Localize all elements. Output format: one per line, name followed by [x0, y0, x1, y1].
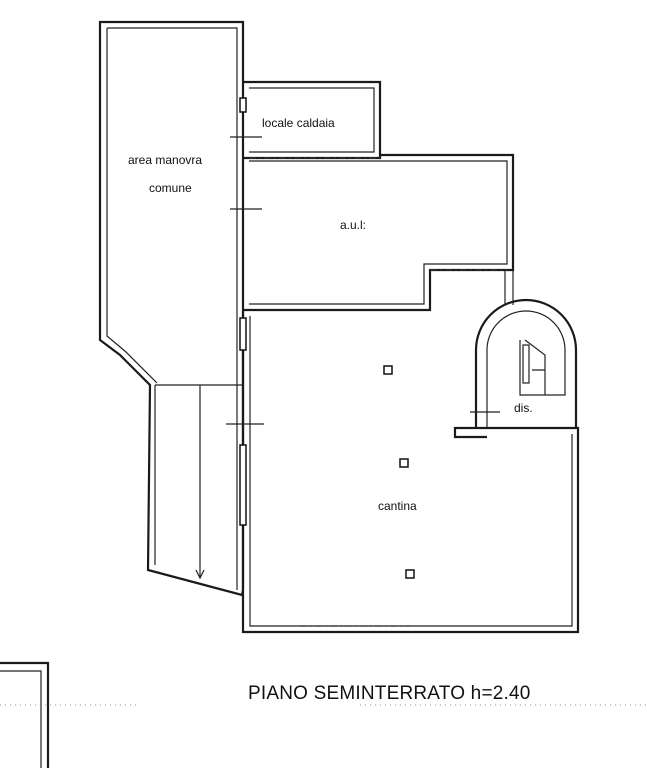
label-area-manovra-1: area manovra: [128, 153, 202, 167]
label-locale-caldaia: locale caldaia: [262, 116, 335, 130]
door-marks: [226, 136, 264, 526]
area-manovra-walls: [98, 20, 245, 597]
plan-title: PIANO SEMINTERRATO h=2.40: [248, 683, 531, 704]
label-dis: dis.: [514, 401, 533, 415]
locale-caldaia-walls: [239, 80, 382, 160]
aul-walls: [243, 153, 515, 312]
adjacent-plan-fragment: [0, 661, 140, 768]
pillar-3: [405, 569, 415, 579]
stair-connector: [504, 270, 514, 305]
ramp: [154, 384, 243, 580]
label-area-manovra-2: comune: [149, 181, 192, 195]
label-aul: a.u.l:: [340, 218, 366, 232]
pillars: [383, 365, 415, 579]
label-cantina: cantina: [378, 499, 417, 513]
pillar-2: [399, 458, 409, 468]
stair-arch: [470, 298, 578, 428]
pillar-1: [383, 365, 393, 375]
cantina-walls: [241, 310, 580, 634]
